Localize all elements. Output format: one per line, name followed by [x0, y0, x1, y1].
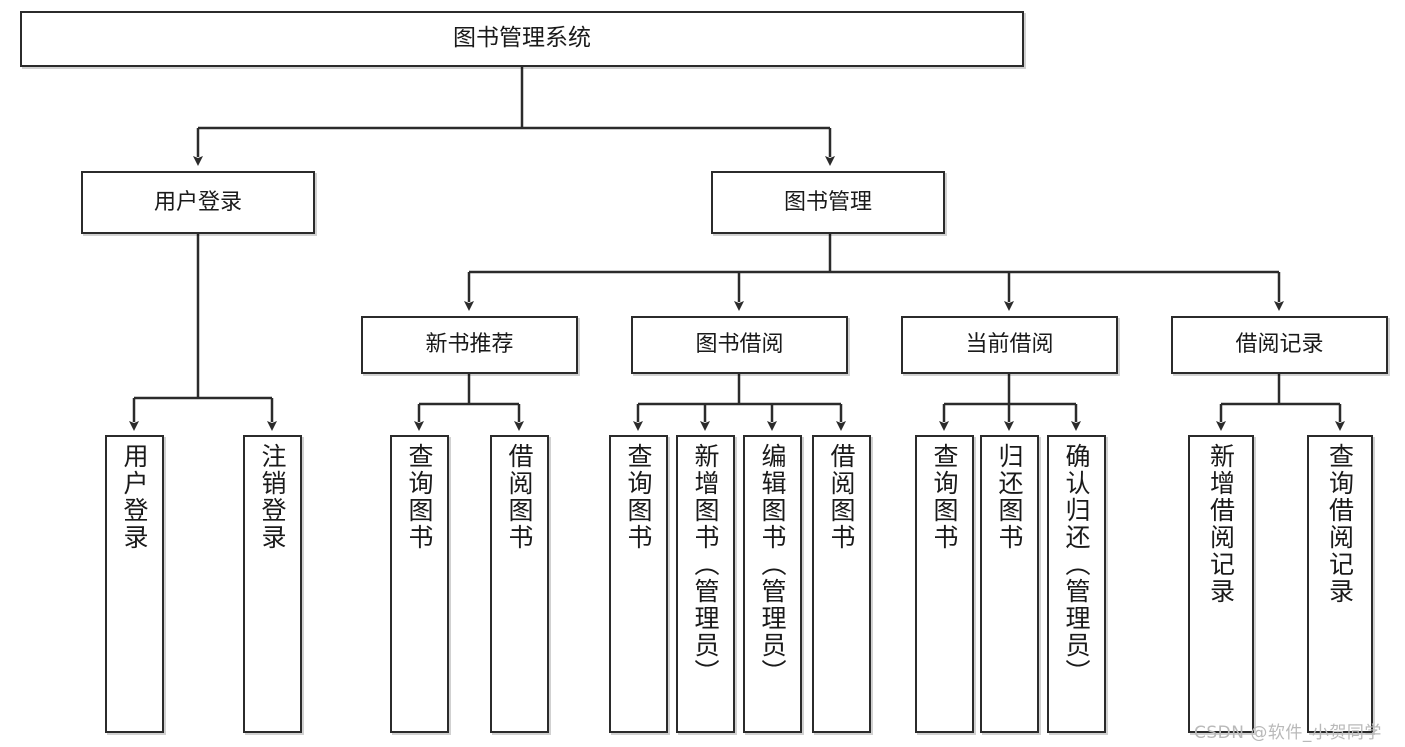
node-book-borrow[interactable]: 图书借阅	[631, 316, 848, 374]
leaf-record-query-record[interactable]: 查询借阅记录	[1307, 435, 1373, 733]
leaf-borrow-add-book-admin[interactable]: 新增图书（管理员）	[676, 435, 735, 733]
node-label: 新书推荐	[425, 332, 514, 358]
leaf-current-query-book[interactable]: 查询图书	[915, 435, 974, 733]
node-label: 查询图书	[624, 443, 653, 551]
node-label: 新增图书（管理员）	[691, 443, 720, 686]
csdn-watermark: CSDN @软件_小贺同学	[1194, 723, 1382, 743]
node-label: 借阅记录	[1235, 332, 1324, 358]
node-user-login[interactable]: 用户登录	[81, 171, 315, 234]
node-borrow-record[interactable]: 借阅记录	[1171, 316, 1388, 374]
node-label: 新增借阅记录	[1206, 443, 1236, 605]
leaf-user-login-logout[interactable]: 注销登录	[243, 435, 302, 733]
node-label: 图书借阅	[695, 332, 784, 358]
node-label: 借阅图书	[505, 443, 534, 551]
node-label: 用户登录	[120, 443, 149, 551]
node-root-system[interactable]: 图书管理系统	[20, 11, 1024, 67]
leaf-borrow-edit-book-admin[interactable]: 编辑图书（管理员）	[743, 435, 802, 733]
leaf-user-login-login[interactable]: 用户登录	[105, 435, 164, 733]
leaf-record-add-record[interactable]: 新增借阅记录	[1188, 435, 1254, 733]
leaf-borrow-query-book[interactable]: 查询图书	[609, 435, 668, 733]
leaf-current-return-book[interactable]: 归还图书	[980, 435, 1039, 733]
node-label: 图书管理	[783, 189, 872, 215]
node-label: 当前借阅	[965, 332, 1054, 358]
node-label: 借阅图书	[827, 443, 856, 551]
leaf-new-book-borrow[interactable]: 借阅图书	[490, 435, 549, 733]
node-book-management[interactable]: 图书管理	[711, 171, 945, 234]
leaf-new-book-query[interactable]: 查询图书	[390, 435, 449, 733]
node-current-borrow[interactable]: 当前借阅	[901, 316, 1118, 374]
node-label: 注销登录	[258, 443, 287, 551]
leaf-borrow-borrow-book[interactable]: 借阅图书	[812, 435, 871, 733]
node-label: 图书管理系统	[453, 25, 591, 52]
node-label: 归还图书	[995, 443, 1024, 551]
node-label: 确认归还（管理员）	[1062, 443, 1091, 686]
node-label: 查询图书	[930, 443, 959, 551]
node-label: 编辑图书（管理员）	[758, 443, 787, 686]
node-label: 用户登录	[153, 189, 242, 215]
node-label: 查询图书	[405, 443, 434, 551]
node-label: 查询借阅记录	[1325, 443, 1355, 605]
node-new-book-recommend[interactable]: 新书推荐	[361, 316, 578, 374]
leaf-current-confirm-return-admin[interactable]: 确认归还（管理员）	[1047, 435, 1106, 733]
